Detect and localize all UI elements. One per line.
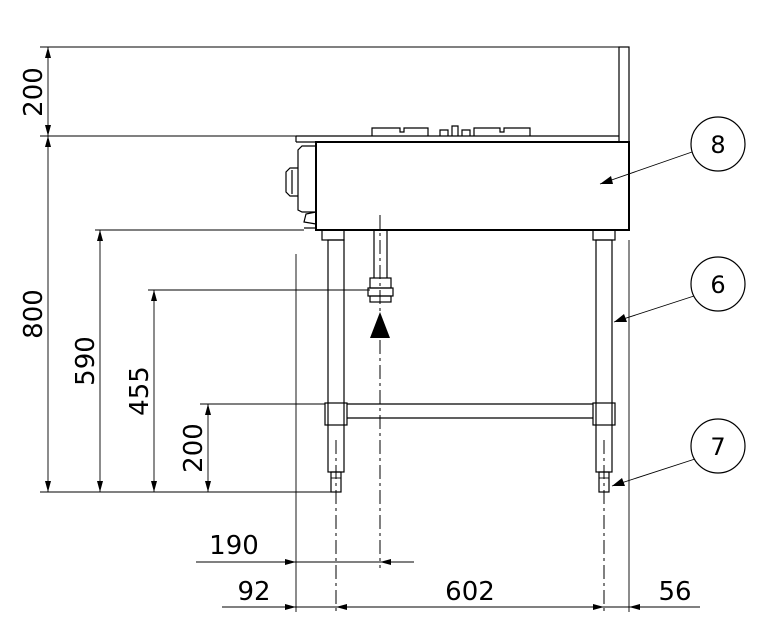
dim-gas-inlet-offset: 190 (209, 531, 259, 561)
front-leg (321, 229, 345, 493)
callout-body: 8 (599, 116, 746, 185)
dim-rear-overhang: 56 (658, 577, 691, 607)
equipment-body (285, 46, 630, 231)
vertical-dimension-lines (45, 47, 211, 492)
callout-body-number: 8 (710, 131, 725, 159)
callout-leg: 6 (613, 256, 746, 323)
dim-shelf-height: 200 (179, 423, 209, 473)
bottom-shelf (324, 402, 616, 426)
dim-gas-inlet-height: 455 (125, 366, 155, 416)
callout-adjuster-foot-number: 7 (710, 433, 725, 461)
callout-adjuster-foot: 7 (611, 418, 746, 487)
callout-leg-number: 6 (710, 271, 725, 299)
dim-overall-height: 800 (19, 289, 49, 339)
dim-underside-height: 590 (71, 336, 101, 386)
extension-lines (40, 46, 630, 612)
burner-grates (371, 125, 531, 136)
dim-backsplash-height: 200 (19, 67, 49, 117)
gas-inlet-pipe (367, 215, 394, 568)
dim-front-overhang: 92 (237, 577, 270, 607)
horizontal-dimension-lines (196, 559, 700, 610)
dim-leg-spacing: 602 (445, 577, 495, 607)
gas-inlet-arrow-icon (370, 312, 390, 338)
